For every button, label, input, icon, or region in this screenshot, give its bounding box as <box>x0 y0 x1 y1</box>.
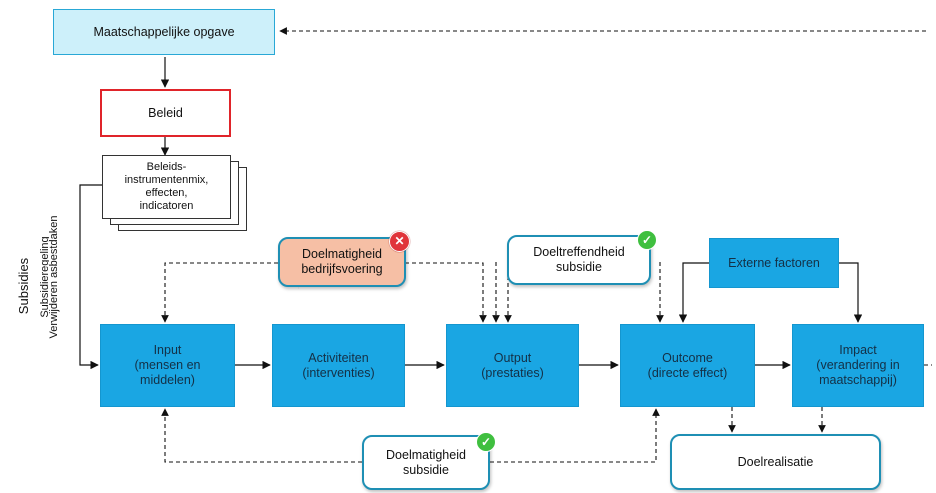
pass-badge-icon: ✓ <box>476 432 496 452</box>
dashed-doelmatigheid-outcome <box>490 408 660 463</box>
input-box: Input (mensen en middelen) <box>100 324 235 407</box>
beleid-label: Beleid <box>148 105 183 120</box>
impact-label: Impact (verandering in maatschappij) <box>816 343 900 387</box>
doelmatigheid-subsidie-box: Doelmatigheid subsidie <box>362 435 490 490</box>
activiteiten-label: Activiteiten (interventies) <box>302 350 375 380</box>
doeltreffendheid-subsidie-label: Doeltreffendheid subsidie <box>533 245 625 274</box>
line-externe-outcome <box>678 262 709 323</box>
input-label: Input (mensen en middelen) <box>134 343 201 387</box>
outcome-label: Outcome (directe effect) <box>647 350 728 380</box>
line-instrumenten-input <box>79 184 102 370</box>
pass-badge-icon: ✓ <box>637 230 657 250</box>
output-label: Output (prestaties) <box>481 350 544 380</box>
activiteiten-box: Activiteiten (interventies) <box>272 324 405 407</box>
dashed-doelmatigheid-input <box>161 408 362 463</box>
externe-factoren-label: Externe factoren <box>728 255 820 270</box>
vertical-line2: Verwijderen asbestdaken <box>48 215 60 339</box>
doelmatigheid-bedrijfsvoering-label: Doelmatigheid bedrijfsvoering <box>301 247 383 276</box>
beleidsinstrumenten-box: Beleids- instrumentenmix, effecten, indi… <box>102 155 231 219</box>
doelrealisatie-box: Doelrealisatie <box>670 434 881 490</box>
doeltreffendheid-subsidie-box: Doeltreffendheid subsidie <box>507 235 651 285</box>
subsidies-side-label: Subsidies <box>16 257 31 315</box>
fail-badge-icon: ✕ <box>389 231 410 252</box>
beleidsinstrumenten-label: Beleids- instrumentenmix, effecten, indi… <box>124 161 209 212</box>
dashed-bedrijfsvoering-output <box>405 262 487 323</box>
doelmatigheid-bedrijfsvoering-box: Doelmatigheid bedrijfsvoering <box>278 237 406 287</box>
line-externe-impact <box>839 262 863 323</box>
externe-factoren-box: Externe factoren <box>709 238 839 288</box>
doelrealisatie-label: Doelrealisatie <box>737 454 814 469</box>
doelmatigheid-subsidie-label: Doelmatigheid subsidie <box>386 447 466 477</box>
beleid-box: Beleid <box>100 89 231 137</box>
subsidieregeling-side-label: Subsidieregeling Verwijderen asbestdaken <box>40 207 64 347</box>
output-box: Output (prestaties) <box>446 324 579 407</box>
maatschappelijke-opgave-box: Maatschappelijke opgave <box>53 9 275 55</box>
impact-box: Impact (verandering in maatschappij) <box>792 324 924 407</box>
dashed-bedrijfsvoering-input <box>161 262 278 323</box>
outcome-box: Outcome (directe effect) <box>620 324 755 407</box>
maatschappelijke-opgave-label: Maatschappelijke opgave <box>93 24 235 39</box>
